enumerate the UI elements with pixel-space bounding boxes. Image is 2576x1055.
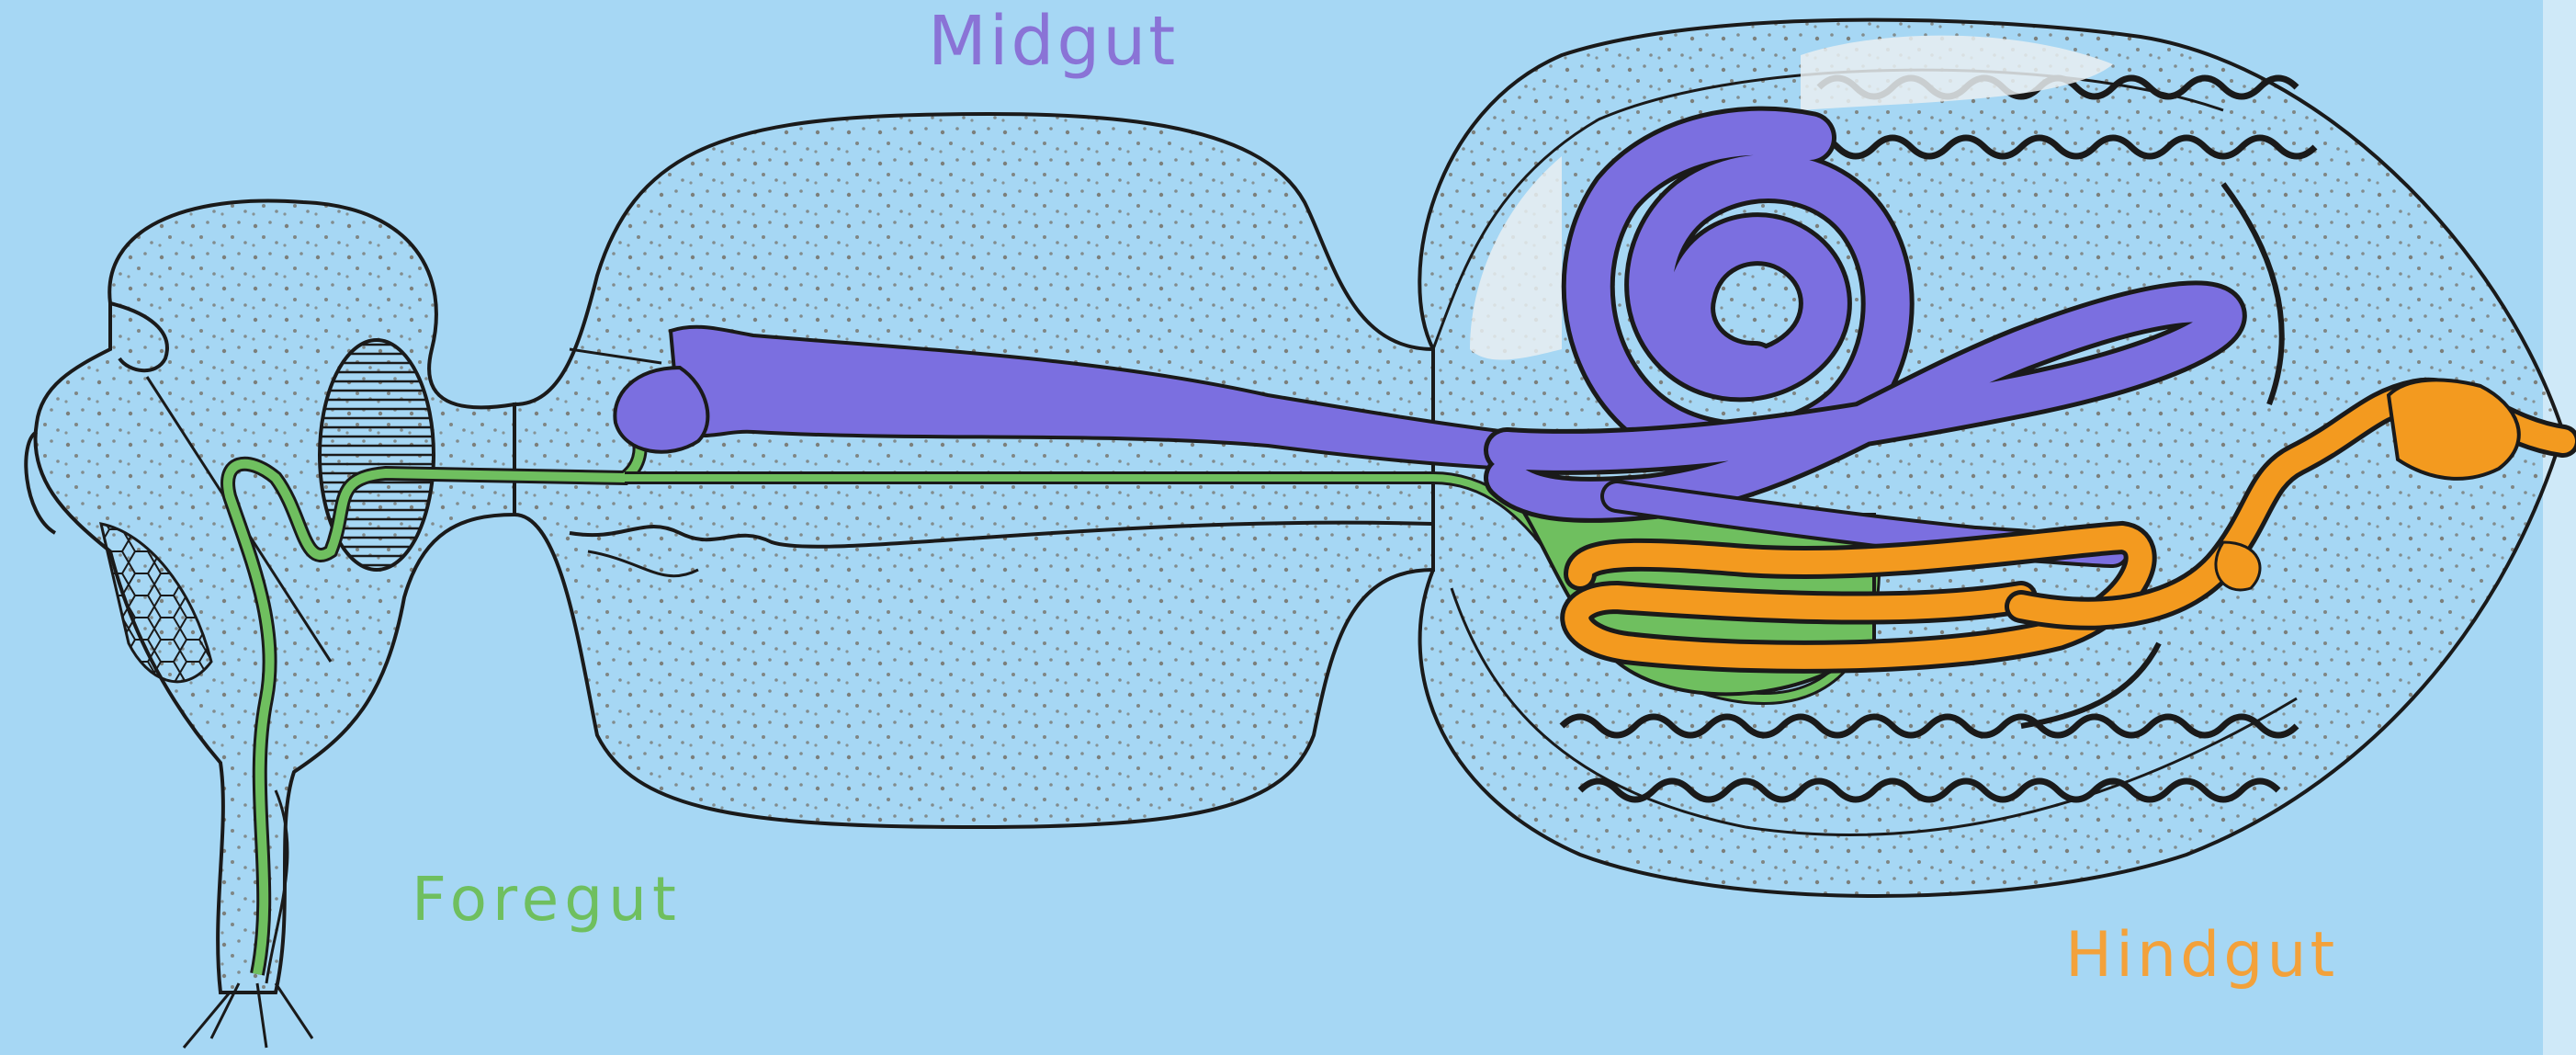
midgut-label: Midgut (928, 2, 1178, 81)
middle-chamber (514, 114, 1433, 827)
foregut-label: Foregut (412, 864, 682, 935)
hindgut-label: Hindgut (2065, 919, 2338, 992)
